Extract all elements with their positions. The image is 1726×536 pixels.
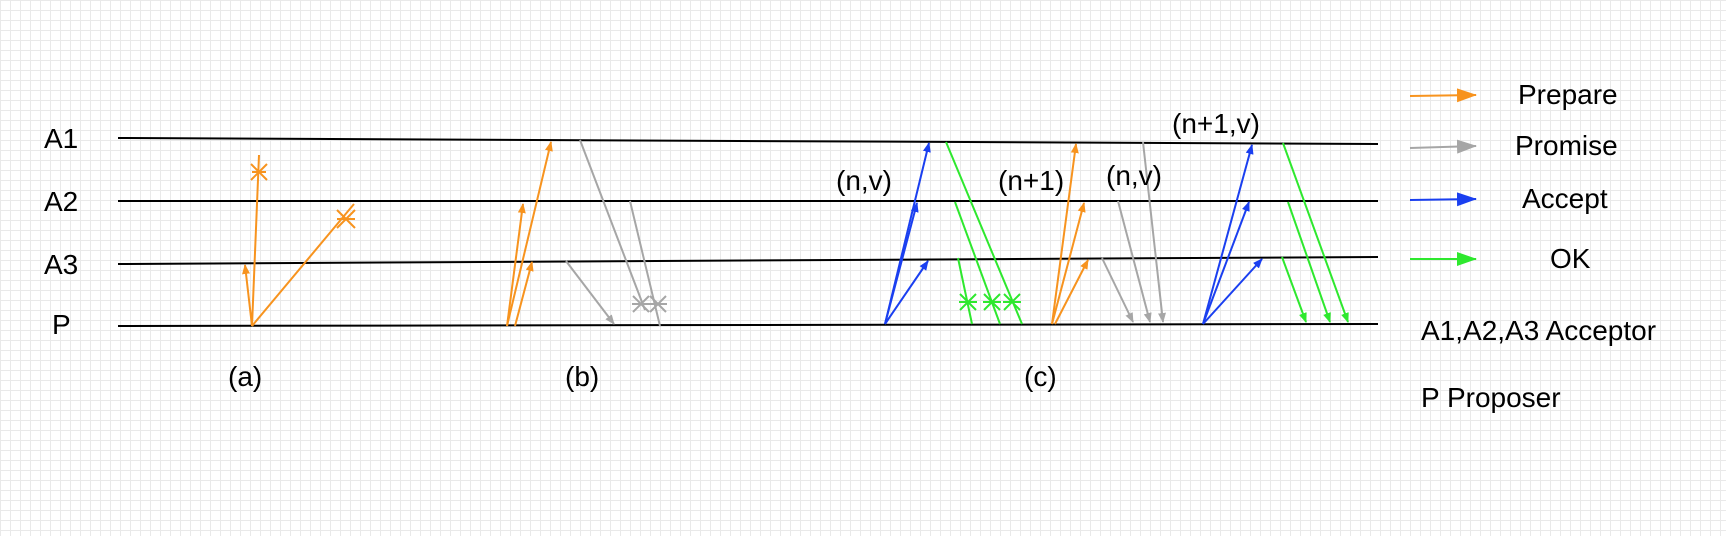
prepare-arrow <box>1051 202 1086 325</box>
timeline-p <box>117 323 1379 327</box>
prepare-arrow <box>251 154 260 327</box>
row-labels: A1 A2 A3 P <box>44 123 78 340</box>
panel-b-messages <box>506 139 667 327</box>
panel-labels: (a) (b) (c) <box>228 361 1057 392</box>
promise-arrow <box>629 200 661 327</box>
panel-label-c: (c) <box>1024 361 1057 392</box>
panel-label-b: (b) <box>565 361 599 392</box>
annotation-n-v: (n,v) <box>1106 160 1162 191</box>
annotation-n-plus-1-v: (n+1,v) <box>1172 108 1260 139</box>
legend-label-prepare: Prepare <box>1518 79 1618 110</box>
legend-note-acceptor: A1,A2,A3 Acceptor <box>1421 315 1656 346</box>
ok-arrow <box>1287 201 1331 323</box>
promise-arrow <box>1101 257 1134 323</box>
annotation-n-v: (n,v) <box>836 165 892 196</box>
timeline-a1 <box>117 137 1379 145</box>
promise-arrow <box>579 139 646 311</box>
ok-arrow <box>954 201 1001 325</box>
legend-label-promise: Promise <box>1515 130 1618 161</box>
lost-message-mark <box>959 293 977 311</box>
promise-arrow <box>1117 200 1152 323</box>
panel-label-a: (a) <box>228 361 262 392</box>
accept-arrow <box>1202 258 1263 325</box>
legend-note-proposer: P Proposer <box>1421 382 1561 413</box>
ok-arrow <box>1281 256 1307 323</box>
accept-arrow <box>884 202 919 325</box>
prepare-arrow <box>514 261 534 327</box>
prepare-arrow <box>251 203 355 327</box>
panel-a-messages <box>242 154 356 327</box>
accept-arrow <box>1202 201 1250 325</box>
row-label-a3: A3 <box>44 249 78 280</box>
accept-arrow <box>1202 144 1254 325</box>
legend-promise-arrow <box>1409 139 1477 154</box>
ok-arrow <box>957 257 973 325</box>
legend-label-accept: Accept <box>1522 183 1608 214</box>
legend-accept-arrow <box>1409 192 1477 207</box>
prepare-arrow <box>1051 143 1079 325</box>
ok-arrow <box>1282 142 1349 323</box>
round-annotations: (n,v) (n+1) (n,v) (n+1,v) <box>836 108 1260 196</box>
ok-arrow <box>945 141 1023 325</box>
prepare-arrow <box>506 141 553 327</box>
legend-labels: Prepare Promise Accept OK A1,A2,A3 Accep… <box>1421 79 1656 413</box>
legend <box>1409 88 1477 266</box>
legend-prepare-arrow <box>1409 88 1477 103</box>
accept-arrow <box>884 260 929 325</box>
row-label-p: P <box>52 309 71 340</box>
prepare-arrow <box>506 203 526 327</box>
lost-message-mark <box>1003 293 1021 311</box>
lost-message-mark <box>983 293 1001 311</box>
timeline-a3 <box>117 256 1379 265</box>
lost-message-mark <box>632 295 650 313</box>
panel-c-messages <box>884 141 1349 325</box>
legend-label-ok: OK <box>1550 243 1591 274</box>
prepare-arrow <box>242 264 253 327</box>
lost-message-mark <box>649 295 667 313</box>
lost-message-mark <box>336 209 356 229</box>
lost-message-mark <box>250 163 268 181</box>
timelines <box>117 137 1379 327</box>
prepare-arrow <box>1054 259 1089 325</box>
row-label-a1: A1 <box>44 123 78 154</box>
promise-arrow <box>565 260 615 325</box>
promise-arrow <box>1142 141 1166 323</box>
annotation-n-plus-1: (n+1) <box>998 165 1064 196</box>
row-label-a2: A2 <box>44 186 78 217</box>
